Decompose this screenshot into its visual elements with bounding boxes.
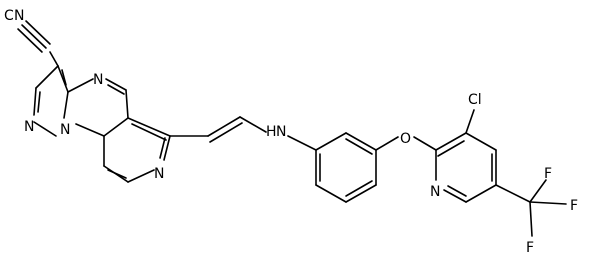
bond [33, 87, 37, 116]
bond-double [131, 123, 167, 141]
nitrile-triple-bond-3 [25, 20, 51, 45]
bond-double [209, 122, 243, 143]
atom-label-ether-o: O [400, 131, 411, 147]
nitrile-to-ring-bond [49, 51, 59, 67]
bond-double [61, 69, 67, 86]
chloropyridine-ring [435, 109, 497, 203]
bond [103, 117, 129, 137]
nitrile-triple-bond-1 [21, 24, 47, 49]
bond [105, 78, 127, 91]
bond-double [345, 138, 373, 155]
atom-label-pyrimidine-n: N [93, 72, 103, 88]
atom-label-pyrazole-n: N [24, 119, 34, 135]
nitrile-group [17, 20, 59, 67]
atom-label-fluoro-3: F [526, 240, 534, 256]
bond [125, 89, 129, 119]
bond [127, 117, 171, 137]
bond-double [107, 169, 127, 179]
bond [35, 65, 59, 89]
bond [239, 116, 267, 133]
vinyl-linker [169, 116, 267, 143]
atom-label-fluoro-1: F [544, 166, 552, 182]
bond [163, 135, 171, 161]
bond [345, 184, 377, 203]
bond [33, 121, 57, 137]
bond-double [107, 84, 125, 95]
bond [75, 123, 105, 137]
atom-label-nitrile-n: N [14, 8, 24, 24]
bond-double [437, 140, 465, 157]
atom-label-pyridine2-n: N [430, 184, 440, 200]
bond [315, 184, 347, 203]
bond [529, 201, 533, 237]
bond [207, 116, 241, 137]
pyrazole-ring [33, 65, 69, 137]
atom-label-amine-n: N [276, 124, 286, 140]
bond [435, 132, 467, 151]
atom-label-amine-h: H [266, 124, 277, 140]
bond [529, 179, 547, 203]
bond [465, 132, 497, 151]
bond [495, 184, 531, 203]
bond [127, 169, 155, 183]
atom-label-fluoro-2: F [570, 198, 578, 214]
bond [315, 132, 347, 151]
atom-label-chloro: Cl [468, 92, 482, 108]
bond [287, 135, 317, 151]
bond-double [37, 91, 41, 113]
bond [57, 65, 69, 93]
bond [67, 78, 94, 93]
bond [63, 91, 69, 119]
bond [375, 136, 399, 151]
bond-double [447, 185, 467, 197]
pyrimidine-ring [67, 78, 129, 137]
pyridine-ring [103, 117, 171, 183]
nitrile-triple-bond-2 [17, 28, 43, 53]
atom-label-pyridine-n: N [154, 166, 164, 182]
bond [465, 184, 497, 203]
bond [529, 201, 567, 205]
bond [345, 132, 377, 151]
bond [443, 189, 467, 203]
bond-double [159, 137, 166, 159]
bond [413, 136, 437, 151]
bond-double [345, 180, 373, 197]
atom-label-nitrile-c: C [4, 8, 14, 24]
phenyl-ring [287, 132, 377, 203]
ether-link [375, 136, 437, 151]
cf3-group [495, 179, 567, 237]
chloro-bond [465, 109, 475, 134]
atom-label-bridge-n: N [60, 122, 70, 138]
